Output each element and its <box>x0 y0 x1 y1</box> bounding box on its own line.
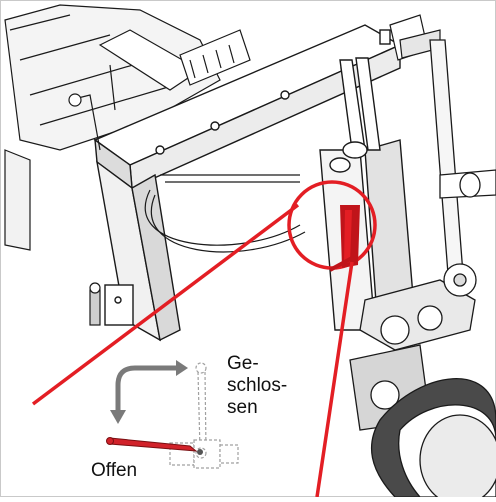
closed-label-line-3: sen <box>227 397 258 418</box>
closed-label-line-1: Ge- <box>227 353 259 374</box>
lower-machinery <box>349 263 496 502</box>
bracket-teeth <box>179 14 441 86</box>
closed-label: Ge- schlos- sen <box>227 353 287 419</box>
curved-arrow-icon <box>110 360 188 424</box>
open-label: Offen <box>91 460 138 481</box>
open-handle <box>106 437 203 455</box>
locking-bolt <box>89 282 101 326</box>
valve-inset <box>106 360 239 469</box>
highlighted-valve <box>329 205 360 272</box>
closed-handle-outline <box>195 362 207 451</box>
closed-label-line-2: schlos- <box>227 375 288 396</box>
pointer-lines <box>31 203 354 498</box>
left-post <box>96 160 181 342</box>
machine-housing <box>4 4 221 251</box>
crossbeam <box>93 24 402 190</box>
rods <box>68 64 306 253</box>
right-strut <box>429 39 496 301</box>
